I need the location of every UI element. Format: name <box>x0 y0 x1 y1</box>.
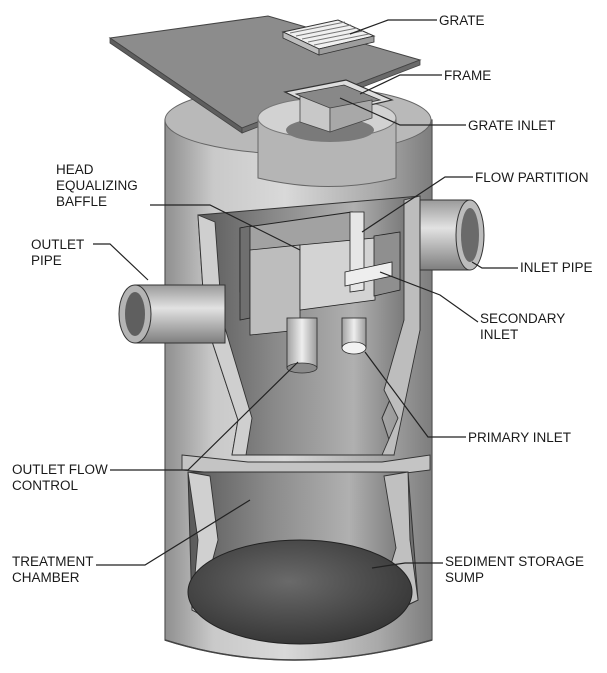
drop-tubes <box>286 317 367 374</box>
inlet-pipe <box>419 199 485 271</box>
label-secondary-inlet: SECONDARY INLET <box>480 311 569 342</box>
label-outlet-flow-control: OUTLET FLOW CONTROL <box>12 462 112 493</box>
leader-head-equalizing-baffle <box>150 204 301 251</box>
leader-primary-inlet <box>364 351 466 438</box>
leader-flow-partition <box>361 176 473 233</box>
label-inlet-pipe: INLET PIPE <box>520 260 593 275</box>
label-sediment-storage-sump: SEDIMENT STORAGE SUMP <box>445 554 588 585</box>
leader-grate <box>349 19 437 35</box>
leader-grate-inlet <box>339 97 466 126</box>
label-frame: FRAME <box>444 68 491 83</box>
leader-lines <box>93 19 518 569</box>
outlet-pipe <box>118 284 226 344</box>
label-grate: GRATE <box>439 13 485 28</box>
leader-outlet-flow-control <box>110 361 299 471</box>
label-head-equalizing-baffle: HEAD EQUALIZING BAFFLE <box>56 162 142 209</box>
frame <box>283 79 394 133</box>
label-flow-partition: FLOW PARTITION <box>475 170 589 185</box>
grate <box>281 19 376 56</box>
leader-inlet-pipe <box>471 261 518 269</box>
label-primary-inlet: PRIMARY INLET <box>468 430 571 445</box>
labels: GRATE FRAME GRATE INLET HEAD EQUALIZING … <box>12 13 593 585</box>
leader-secondary-inlet <box>379 271 479 323</box>
leader-sediment-storage-sump <box>371 562 443 569</box>
leader-frame <box>359 74 442 95</box>
label-outlet-pipe: OUTLET PIPE <box>31 237 88 268</box>
leader-outlet-pipe <box>93 243 149 281</box>
label-treatment-chamber: TREATMENT CHAMBER <box>12 554 97 585</box>
label-grate-inlet: GRATE INLET <box>468 118 556 133</box>
leader-treatment-chamber <box>96 499 251 566</box>
baffle-assembly <box>239 211 401 336</box>
